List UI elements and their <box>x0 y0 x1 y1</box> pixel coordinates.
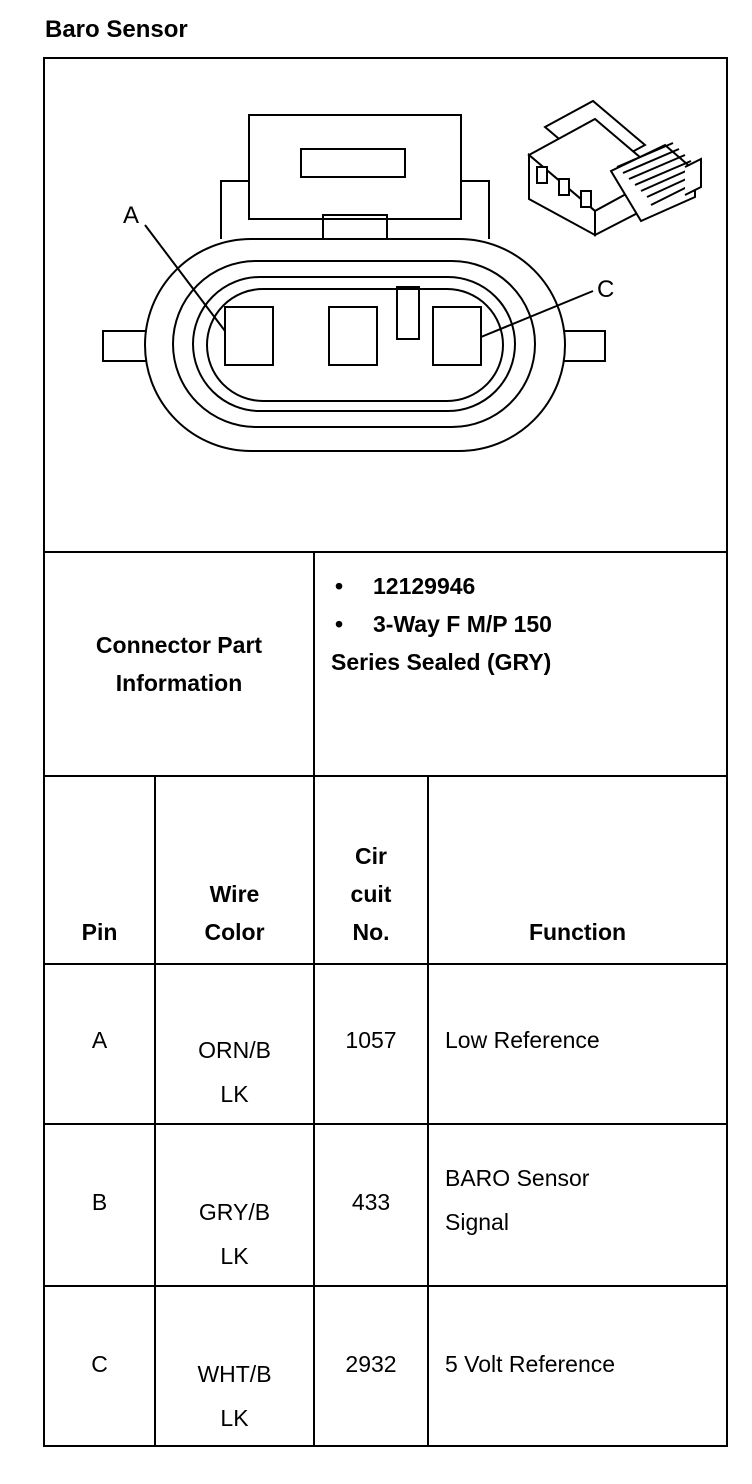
middle-shell <box>172 260 536 428</box>
latch-tab <box>322 214 388 239</box>
circuit-cell: 433 <box>351 1189 391 1215</box>
latch-housing <box>248 114 462 220</box>
connector-table: A C Connector Part Information <box>43 57 728 1447</box>
leader-line-a <box>144 224 226 332</box>
part-number-list: •12129946 •3-Way F M/P 150 <box>331 567 726 643</box>
divider-line <box>313 551 315 1447</box>
connector-info-value-cell: •12129946 •3-Way F M/P 150 Series Sealed… <box>315 567 726 767</box>
right-mount-tab <box>557 330 606 362</box>
cavity-wall <box>206 288 504 402</box>
connector-info-label: Connector Part Information <box>95 632 263 696</box>
divider-line <box>45 775 726 777</box>
left-mount-tab <box>102 330 153 362</box>
header-wire-color: Wire Color <box>204 881 265 945</box>
outer-shell <box>144 238 566 452</box>
table-row: A <box>91 1027 108 1053</box>
leader-line-c <box>480 290 594 338</box>
function-cell: 5 Volt Reference <box>445 1351 616 1377</box>
list-item: •12129946 <box>335 573 476 599</box>
connector-diagram: A C <box>102 99 702 452</box>
page-title: Baro Sensor <box>45 16 188 43</box>
latch-slot <box>300 148 406 178</box>
connector-info-label-cell: Connector Part Information <box>45 553 313 775</box>
list-item: •3-Way F M/P 150 <box>335 611 552 637</box>
header-function: Function <box>528 919 627 945</box>
divider-line <box>45 963 726 965</box>
divider-line <box>45 1123 726 1125</box>
header-circuit: Cir cuit No. <box>350 843 392 945</box>
polarization-key <box>396 286 420 340</box>
latch-shoulders <box>220 180 490 239</box>
divider-line <box>154 775 156 1447</box>
connector-isometric-icon <box>527 99 702 237</box>
circuit-cell: 2932 <box>345 1351 397 1377</box>
divider-line <box>45 551 726 553</box>
table-row: B <box>91 1189 108 1215</box>
pin-label-a: A <box>123 202 139 229</box>
cavity-b <box>328 306 378 366</box>
cavity-a <box>224 306 274 366</box>
circuit-cell: 1057 <box>345 1027 397 1053</box>
divider-line <box>427 775 429 1447</box>
divider-line <box>45 1285 726 1287</box>
part-description: Series Sealed (GRY) <box>331 649 552 675</box>
function-cell: Low Reference <box>445 1027 600 1053</box>
pin-label-c: C <box>597 276 614 303</box>
seal-ring <box>192 276 516 412</box>
header-pin: Pin <box>81 919 118 945</box>
table-row: C <box>91 1351 108 1377</box>
